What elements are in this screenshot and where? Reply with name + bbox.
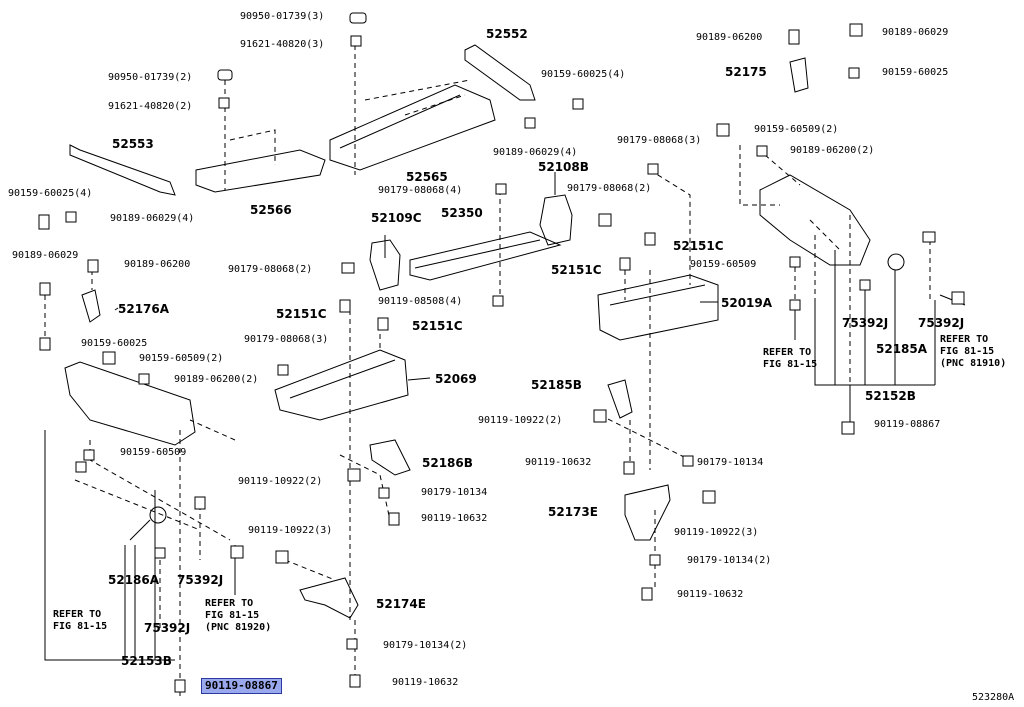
part-label[interactable]: 90189-06029(4) bbox=[493, 147, 578, 158]
refer-note: REFER TO FIG 81-15 (PNC 81920) bbox=[205, 598, 272, 633]
part-label[interactable]: 90119-10632 bbox=[392, 677, 459, 688]
diagram-id: 523280A bbox=[972, 692, 1015, 703]
part-label[interactable]: 52151C bbox=[412, 319, 463, 333]
part-label[interactable]: 52552 bbox=[486, 27, 528, 41]
part-label[interactable]: 52152B bbox=[865, 389, 916, 403]
part-52565-outline bbox=[329, 84, 496, 171]
part-left-bumper-outline bbox=[64, 361, 196, 446]
part-label[interactable]: 90119-08508(4) bbox=[378, 296, 463, 307]
refer-note: REFER TO FIG 81-15 bbox=[53, 609, 108, 632]
part-label[interactable]: 52151C bbox=[276, 307, 327, 321]
part-label[interactable]: 75392J bbox=[144, 621, 191, 635]
part-label[interactable]: 52069 bbox=[435, 372, 477, 386]
part-label[interactable]: 52151C bbox=[551, 263, 602, 277]
part-52069-outline bbox=[274, 349, 409, 421]
part-label[interactable]: 52174E bbox=[376, 597, 426, 611]
part-label[interactable]: 52109C bbox=[371, 211, 422, 225]
part-label[interactable]: 90119-10922(2) bbox=[238, 476, 323, 487]
part-label[interactable]: 52566 bbox=[250, 203, 292, 217]
part-label[interactable]: 90159-60025 bbox=[882, 67, 949, 78]
part-label[interactable]: 52175 bbox=[725, 65, 767, 79]
part-label[interactable]: 90189-06200(2) bbox=[174, 374, 259, 385]
part-label[interactable]: 90179-08068(4) bbox=[378, 185, 463, 196]
part-label[interactable]: 52565 bbox=[406, 170, 448, 184]
part-label[interactable]: 52185B bbox=[531, 378, 582, 392]
part-label[interactable]: 90189-06029 bbox=[882, 27, 949, 38]
part-label[interactable]: 52553 bbox=[112, 137, 154, 151]
part-label[interactable]: 52173E bbox=[548, 505, 598, 519]
part-label[interactable]: 75392J bbox=[842, 316, 889, 330]
part-label[interactable]: 90159-60509(2) bbox=[139, 353, 224, 364]
part-label[interactable]: 52350 bbox=[441, 206, 483, 220]
part-label[interactable]: 52153B bbox=[121, 654, 172, 668]
part-label[interactable]: 52176A bbox=[118, 302, 170, 316]
part-label[interactable]: 91621-40820(3) bbox=[240, 39, 325, 50]
part-label[interactable]: 91621-40820(2) bbox=[108, 101, 193, 112]
highlighted-part-label[interactable]: 90119-08867 bbox=[201, 678, 282, 694]
part-label[interactable]: 75392J bbox=[918, 316, 965, 330]
part-label[interactable]: 90119-10922(3) bbox=[674, 527, 759, 538]
part-label[interactable]: 52186A bbox=[108, 573, 160, 587]
part-label[interactable]: 52185A bbox=[876, 342, 928, 356]
part-label[interactable]: 90950-01739(3) bbox=[240, 11, 325, 22]
part-52019A-outline bbox=[597, 274, 719, 341]
part-label[interactable]: 90119-10632 bbox=[421, 513, 488, 524]
part-label[interactable]: 90189-06200 bbox=[696, 32, 763, 43]
part-label[interactable]: 52019A bbox=[721, 296, 773, 310]
refer-note: REFER TO FIG 81-15 (PNC 81910) bbox=[940, 334, 1007, 369]
part-label[interactable]: 90159-60025 bbox=[81, 338, 148, 349]
part-label[interactable]: 90159-60025(4) bbox=[541, 69, 626, 80]
part-label[interactable]: 90189-06200 bbox=[124, 259, 191, 270]
part-label[interactable]: 90159-60509 bbox=[120, 447, 187, 458]
part-52108B-outline bbox=[539, 194, 573, 246]
part-label[interactable]: 90179-10134 bbox=[421, 487, 488, 498]
part-label[interactable]: 90179-08068(3) bbox=[617, 135, 702, 146]
part-52350-outline bbox=[409, 231, 562, 281]
part-label[interactable]: 90950-01739(2) bbox=[108, 72, 193, 83]
part-label[interactable]: 90189-06029 bbox=[12, 250, 79, 261]
part-52109C-outline bbox=[369, 239, 401, 291]
part-label[interactable]: 90159-60509 bbox=[690, 259, 757, 270]
part-label[interactable]: 75392J bbox=[177, 573, 224, 587]
part-label[interactable]: 90179-08068(3) bbox=[244, 334, 329, 345]
part-label[interactable]: 52108B bbox=[538, 160, 589, 174]
part-label[interactable]: 90179-08068(2) bbox=[567, 183, 652, 194]
part-52553-outline bbox=[69, 144, 176, 196]
part-label[interactable]: 90179-10134 bbox=[697, 457, 764, 468]
part-label[interactable]: 52186B bbox=[422, 456, 473, 470]
part-label[interactable]: 90159-60025(4) bbox=[8, 188, 93, 199]
part-label[interactable]: 90119-10632 bbox=[677, 589, 744, 600]
part-right-bumper-outline bbox=[759, 174, 871, 266]
part-label[interactable]: 90179-10134(2) bbox=[687, 555, 772, 566]
part-label[interactable]: 90189-06029(4) bbox=[110, 213, 195, 224]
part-52566-outline bbox=[195, 149, 326, 193]
part-label[interactable]: 90189-06200(2) bbox=[790, 145, 875, 156]
refer-note: REFER TO FIG 81-15 bbox=[763, 347, 818, 370]
part-52552-outline bbox=[464, 44, 536, 101]
part-label[interactable]: 90179-08068(2) bbox=[228, 264, 313, 275]
part-label[interactable]: 90159-60509(2) bbox=[754, 124, 839, 135]
part-label[interactable]: 52151C bbox=[673, 239, 724, 253]
part-label[interactable]: 90119-08867 bbox=[874, 419, 941, 430]
part-label[interactable]: 90119-10922(2) bbox=[478, 415, 563, 426]
part-label[interactable]: 90179-10134(2) bbox=[383, 640, 468, 651]
part-label[interactable]: 90119-10922(3) bbox=[248, 525, 333, 536]
part-label[interactable]: 90119-10632 bbox=[525, 457, 592, 468]
